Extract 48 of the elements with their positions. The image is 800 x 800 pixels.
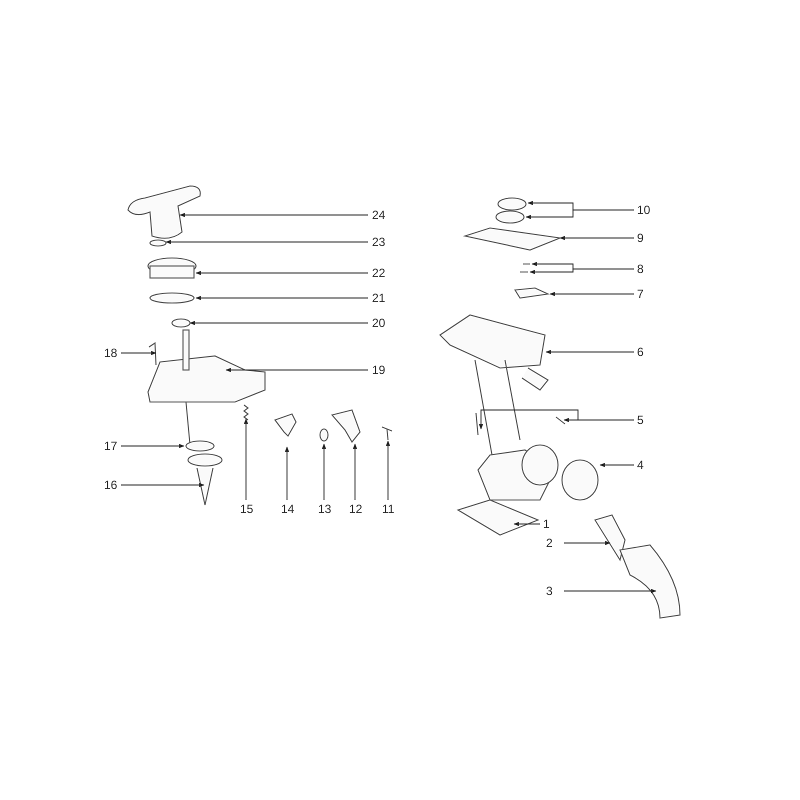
leader-line: [478, 410, 634, 430]
callout-number: 10: [637, 203, 650, 217]
leader-line: [284, 446, 290, 500]
leader-line: [599, 462, 634, 468]
callout-number: 22: [372, 266, 386, 280]
callout-number: 15: [240, 502, 254, 516]
leader-line: [189, 320, 368, 326]
leader-line: [545, 350, 634, 354]
callout-number: 19: [372, 363, 386, 377]
leader-line: [352, 443, 358, 500]
callout-number: 3: [546, 584, 553, 598]
leader-line: [549, 292, 634, 296]
leader-line: [559, 236, 634, 240]
callout-number: 23: [372, 235, 386, 249]
callout-number: 1: [543, 517, 550, 531]
callout-number: 17: [104, 439, 118, 453]
leader-line: [195, 270, 368, 276]
callout-number: 18: [104, 346, 118, 360]
callout-number: 20: [372, 316, 386, 330]
callout-number: 12: [349, 502, 362, 516]
callout-number: 7: [637, 287, 644, 301]
callout-number: 5: [637, 413, 644, 427]
leader-line: [529, 268, 634, 274]
leader-line: [225, 368, 368, 372]
leader-line: [120, 350, 157, 356]
leader-line: [525, 210, 634, 220]
callout-number: 14: [281, 502, 294, 516]
leader-line: [386, 440, 390, 500]
leader-line: [195, 296, 368, 300]
leader-line: [244, 418, 248, 500]
callout-number: 11: [382, 502, 394, 516]
callout-number: 8: [637, 262, 644, 276]
leader-line: [120, 482, 205, 488]
callout-number: 2: [546, 536, 553, 550]
leader-line: [165, 240, 368, 244]
callout-number: 21: [372, 291, 386, 305]
leader-line: [179, 212, 368, 218]
callout-number: 6: [637, 345, 644, 359]
callout-number: 13: [318, 502, 332, 516]
callout-number: 4: [637, 458, 644, 472]
leader-line: [564, 540, 611, 546]
callout-number: 16: [104, 478, 118, 492]
leader-line: [564, 588, 657, 594]
leader-line: [513, 522, 540, 526]
callout-number: 24: [372, 208, 386, 222]
callout-number: 9: [637, 231, 644, 245]
leader-line: [120, 444, 185, 448]
leader-line: [322, 443, 326, 500]
